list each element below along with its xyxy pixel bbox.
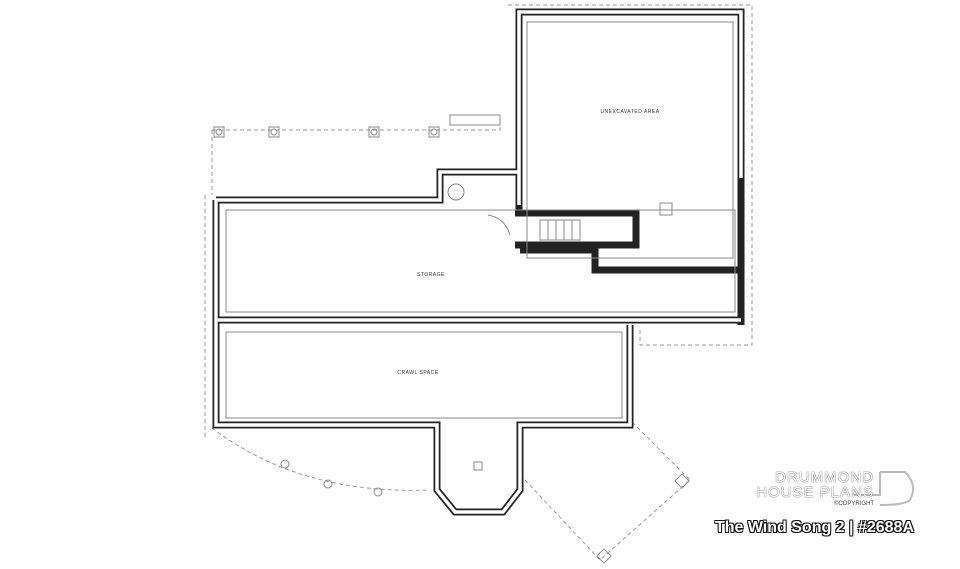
logo-mark-icon [852,471,915,506]
brand-line2: HOUSE PLANS [756,484,874,501]
room-label-crawl: CRAWL SPACE [397,370,438,376]
walls [212,8,745,516]
room-label-unexcavated: UNEXCAVATED AREA [600,109,659,115]
brand-line1: DRUMMOND [775,469,874,486]
plan-title: The Wind Song 2 | #2688A [714,519,914,536]
room-label-storage: STORAGE [417,272,445,278]
brand-logo: DRUMMOND HOUSE PLANS ©COPYRIGHT [756,470,874,509]
brand-copyright: ©COPYRIGHT [833,501,874,507]
porch-posts [213,126,690,564]
dashed-outline [204,4,753,561]
